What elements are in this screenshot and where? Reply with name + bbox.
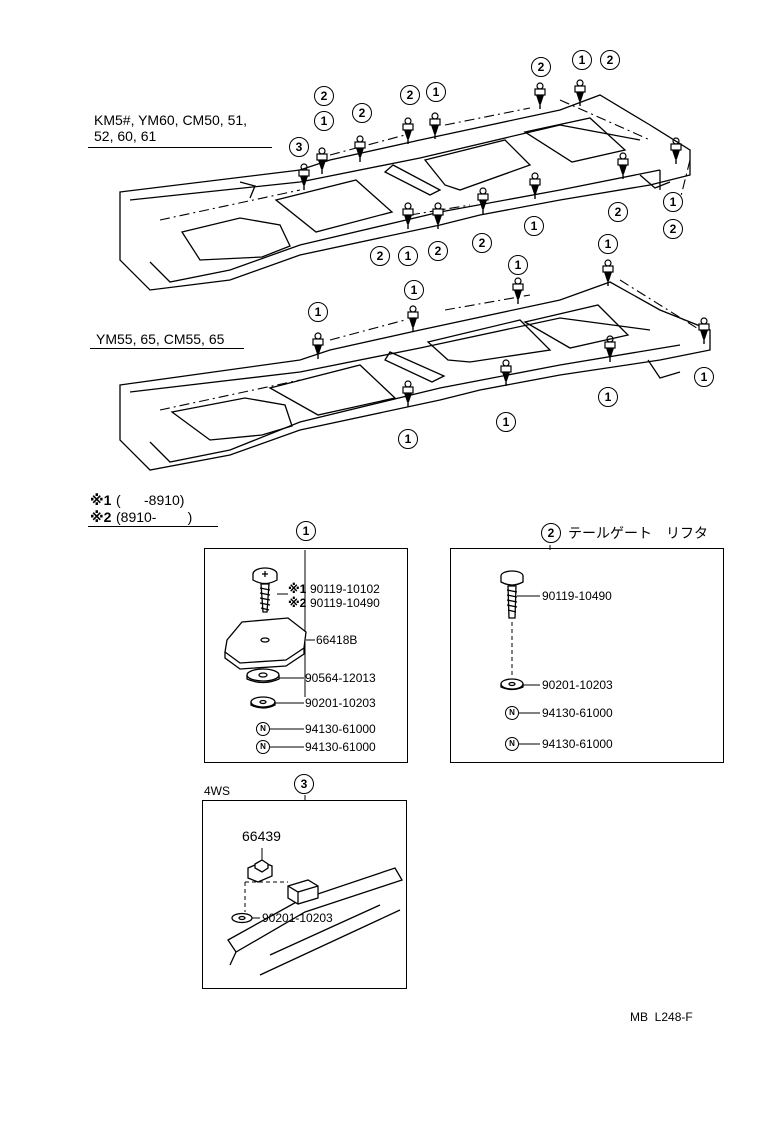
callout-1: 1 (524, 216, 544, 236)
lower-studs (312, 259, 710, 408)
upper-model-line-2: 52, 60, 61 (94, 128, 157, 144)
callout-2: 2 (370, 246, 390, 266)
callout-2: 2 (352, 103, 372, 123)
callout-2: 2 (428, 241, 448, 261)
section-2-bolt-pn: 90119-10490 (542, 589, 612, 603)
section-1-washer-1-pn: 90564-12013 (305, 671, 376, 685)
callout-2: 2 (531, 57, 551, 77)
callout-1: 1 (598, 387, 618, 407)
callout-2: 2 (472, 233, 492, 253)
section-3-title-callout: 3 (294, 774, 314, 794)
callout-2: 2 (608, 202, 628, 222)
callout-2: 2 (600, 50, 620, 70)
callout-1: 1 (572, 50, 592, 70)
section-2-box (450, 548, 724, 763)
note-2-range: (8910- ) (116, 509, 193, 525)
section-3-leaders (244, 848, 288, 919)
section-1-title-callout: 1 (296, 521, 316, 541)
callout-1: 1 (663, 192, 683, 212)
section-1-bolt-pn-1: 90119-10102 (310, 582, 380, 596)
callout-2: 2 (663, 219, 683, 239)
callout-1: 1 (496, 412, 516, 432)
section-2-nut-1-icon: N (505, 706, 519, 720)
section-1-nut-1-icon: N (256, 722, 270, 736)
callout-1: 1 (598, 234, 618, 254)
lower-model-underline (90, 348, 244, 349)
section-3-bracket-pn: 66439 (242, 828, 281, 844)
section-2-parts-drawing (500, 570, 524, 691)
callout-1: 1 (404, 280, 424, 300)
callout-3: 3 (289, 137, 309, 157)
note-2-mark: ※2 (90, 509, 112, 525)
upper-frame-drawing (119, 94, 691, 291)
section-1-bolt-note-2: ※2 (288, 596, 307, 610)
callout-leaders (304, 545, 551, 800)
section-2-title-callout: 2 (541, 523, 561, 543)
upper-model-line-1: KM5#, YM60, CM50, 51, (94, 112, 248, 128)
section-1-parts-drawing (224, 567, 307, 709)
lower-model-label: YM55, 65, CM55, 65 (96, 331, 225, 347)
section-1-washer-2-pn: 90201-10203 (305, 696, 376, 710)
section-1-pad-pn: 66418B (316, 633, 358, 647)
section-1-nut-2-pn: 94130-61000 (305, 740, 376, 754)
section-2-title-text: テールゲート リフタ (568, 525, 708, 541)
section-1-bolt-note-1: ※1 (288, 582, 307, 596)
section-2-nut-2-pn: 94130-61000 (542, 737, 613, 751)
section-1-box (204, 548, 408, 763)
section-2-washer-pn: 90201-10203 (542, 678, 613, 692)
section-3-parts-drawing (227, 859, 403, 976)
section-1-nut-2-icon: N (256, 740, 270, 754)
note-1-mark: ※1 (90, 492, 112, 508)
callout-1: 1 (694, 367, 714, 387)
callout-1: 1 (426, 82, 446, 102)
figure-code: MB L248-F (630, 1010, 693, 1024)
upper-model-underline (88, 147, 272, 148)
notes-underline (88, 526, 218, 527)
section-1-leaders (269, 593, 315, 748)
lower-frame-drawing (119, 281, 711, 471)
callout-1: 1 (308, 302, 328, 322)
section-2-nut-1-pn: 94130-61000 (542, 706, 613, 720)
section-3-washer-pn: 90201-10203 (262, 911, 333, 925)
callout-1: 1 (398, 429, 418, 449)
upper-frame-dash (159, 99, 691, 221)
callout-1: 1 (508, 255, 528, 275)
callout-2: 2 (400, 85, 420, 105)
section-1-nut-1-pn: 94130-61000 (305, 722, 376, 736)
note-1-range: ( -8910) (116, 492, 185, 508)
callout-1: 1 (398, 246, 418, 266)
section-1-bolt-pn-2: 90119-10490 (310, 596, 380, 610)
section-3-box (202, 800, 407, 989)
section-2-leaders (511, 595, 540, 745)
callout-2: 2 (314, 86, 334, 106)
section-3-label: 4WS (204, 784, 231, 798)
callout-1: 1 (314, 111, 334, 131)
section-2-nut-2-icon: N (505, 737, 519, 751)
